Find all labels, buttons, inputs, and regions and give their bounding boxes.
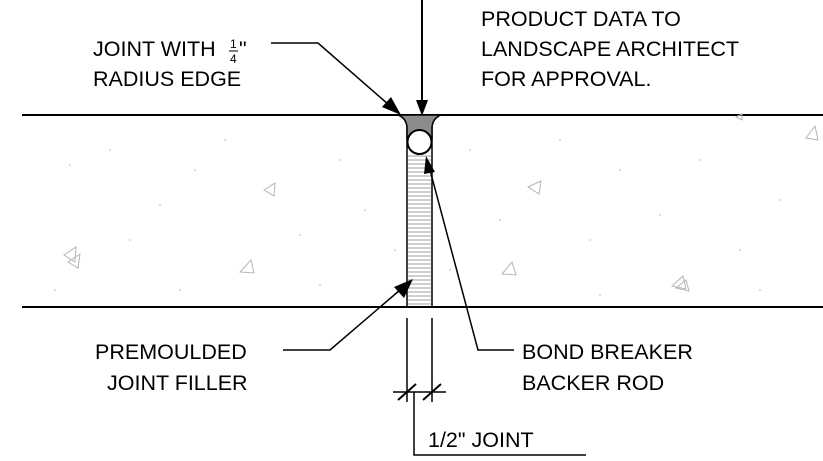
note-arrowhead — [416, 100, 428, 116]
backer-rod — [406, 129, 433, 155]
concrete-speckles — [54, 139, 781, 296]
backer-arrowhead — [424, 156, 435, 174]
joint-edge-label-suffix: " — [239, 37, 247, 61]
joint-width-label: 1/2" JOINT — [428, 428, 534, 452]
note-line-2: LANDSCAPE ARCHITECT — [481, 37, 739, 61]
note-line-1: PRODUCT DATA TO — [481, 7, 681, 31]
joint-filler — [406, 115, 433, 307]
joint-edge-fraction-den: 4 — [230, 52, 237, 66]
filler-arrowhead — [394, 279, 413, 298]
backer-label-line2: BACKER ROD — [522, 371, 664, 395]
joint-edge-fraction-num: 1 — [230, 37, 237, 51]
joint-edge-label-line2: RADIUS EDGE — [93, 67, 241, 91]
backer-label-line1: BOND BREAKER — [522, 340, 693, 364]
concrete-aggregate — [63, 113, 819, 292]
filler-label-line1: PREMOULDED — [95, 340, 247, 364]
filler-label-line2: JOINT FILLER — [107, 371, 248, 395]
edge-arrowhead — [382, 97, 401, 115]
joint-dimension — [393, 318, 586, 456]
joint-edge-label-prefix: JOINT WITH — [93, 37, 216, 61]
note-line-3: FOR APPROVAL. — [481, 67, 651, 91]
